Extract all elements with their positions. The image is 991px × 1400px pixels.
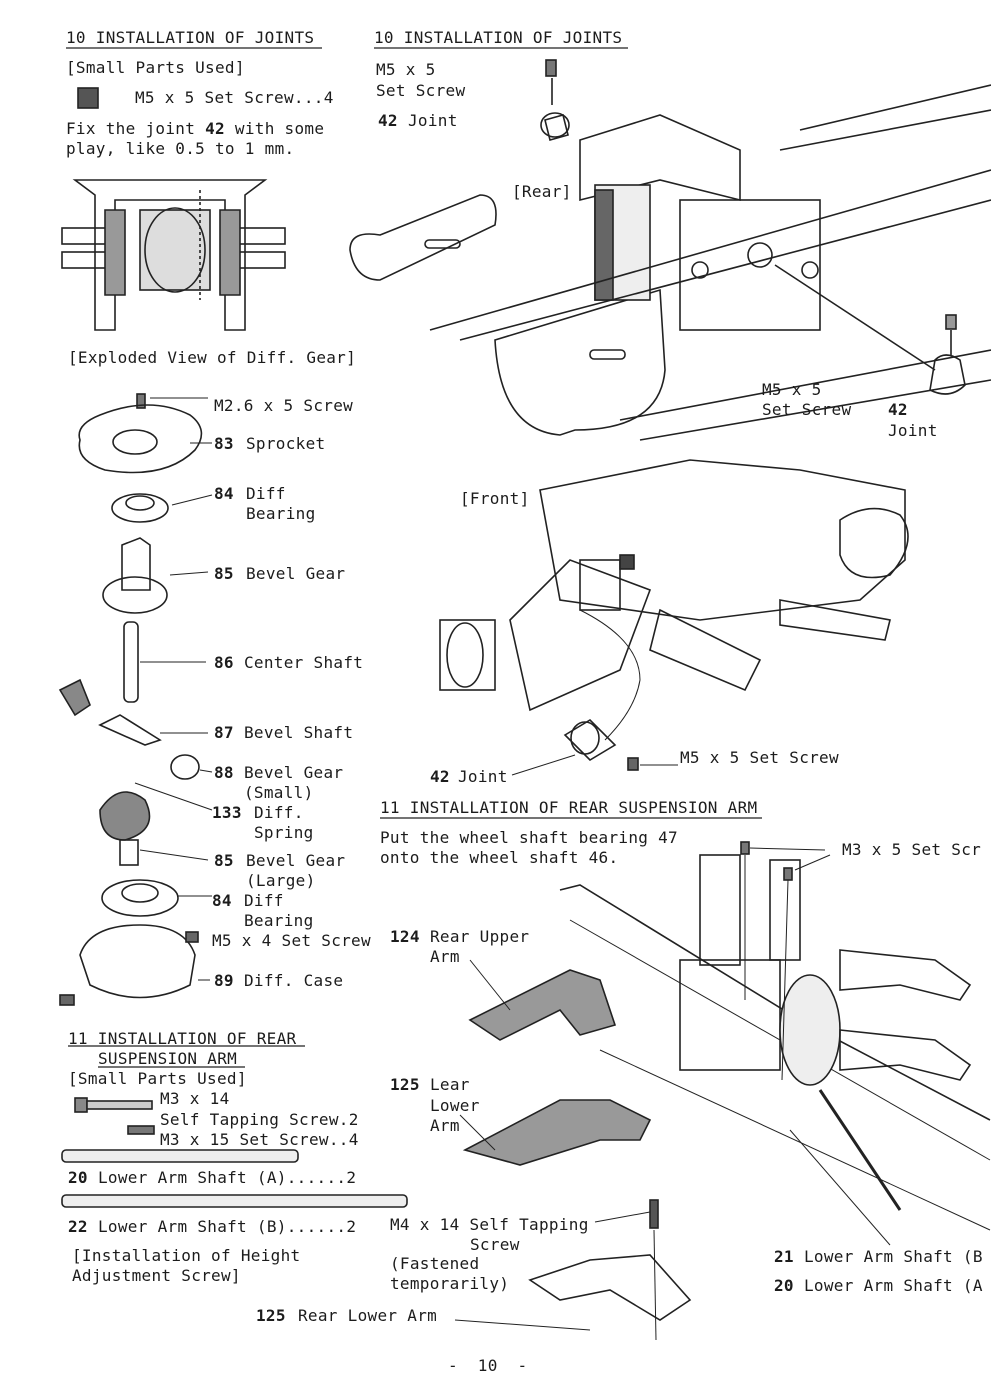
leader-lines: [134, 397, 213, 981]
part-88-label: Bevel Gear (Small): [244, 763, 344, 802]
shaft-b-num-left: 22: [68, 1217, 88, 1236]
small-parts-drawing: [61, 1097, 408, 1208]
rear-heading-left-1: 11 INSTALLATION OF REAR: [68, 1029, 297, 1048]
shaft-a-num-right: 20: [774, 1276, 794, 1295]
part-86-label: Center Shaft: [244, 653, 364, 672]
part-83-num: 83: [214, 434, 234, 453]
rear-suspension-drawing: [454, 841, 991, 1341]
joint-label: Joint: [408, 111, 458, 130]
upper-arm-num: 124: [390, 927, 420, 946]
part-83-label: Sprocket: [246, 434, 326, 453]
rear-arm-heading: 11 INSTALLATION OF REAR SUSPENSION ARM: [380, 798, 758, 817]
part-m26-screw: M2.6 x 5 Screw: [214, 396, 354, 415]
rear-arm-note-line1: Put the wheel shaft bearing 47: [380, 828, 678, 847]
front-joint-label: Joint: [458, 767, 508, 786]
rear-heading-left-2: SUSPENSION ARM: [98, 1049, 238, 1068]
part-84-num: 84: [214, 484, 234, 503]
set-screw-right-line1: M5 x 5: [762, 380, 822, 399]
exploded-caption: [Exploded View of Diff. Gear]: [68, 348, 357, 367]
page-number: - 10 -: [448, 1356, 528, 1375]
part-85-num: 85: [214, 564, 234, 583]
part-86-num: 86: [214, 653, 234, 672]
shaft-b-num-right: 21: [774, 1247, 794, 1266]
front-chassis-drawing: [439, 459, 909, 776]
set-screw-right-line2: Set Screw: [762, 400, 852, 419]
bottom-arm-label: Rear Lower Arm: [298, 1306, 438, 1325]
lower-arm-line3: Arm: [430, 1116, 460, 1135]
bottom-arm-num: 125: [256, 1306, 286, 1325]
part-84b-num: 84: [212, 891, 232, 910]
part-84b-label: Diff Bearing: [244, 891, 314, 930]
part-87-label: Bevel Shaft: [244, 723, 354, 742]
fix-note-num: 42: [205, 119, 225, 138]
part-88-num: 88: [214, 763, 234, 782]
joint-right-num: 42: [888, 400, 908, 419]
shaft-a-num-left: 20: [68, 1168, 88, 1187]
upper-arm-line2: Arm: [430, 947, 460, 966]
m3-set-screw: M3 x 5 Set Scr: [842, 840, 982, 859]
joint-fix-diagram: [61, 179, 286, 331]
part-89-label: Diff. Case: [244, 971, 344, 990]
set-screw-item: M5 x 5 Set Screw...4: [135, 88, 334, 107]
rear-arm-note-line2: onto the wheel shaft 46.: [380, 848, 619, 867]
height-note-line1: [Installation of Height: [72, 1246, 301, 1265]
lower-arm-line2: Lower: [430, 1096, 480, 1115]
fix-note-line2: play, like 0.5 to 1 mm.: [66, 139, 295, 158]
part-133-num: 133: [212, 803, 242, 822]
part-87-num: 87: [214, 723, 234, 742]
front-set-screw: M5 x 5 Set Screw: [680, 748, 839, 767]
m4-line2: Screw: [470, 1235, 520, 1254]
lower-arm-num: 125: [390, 1075, 420, 1094]
part-133-label: Diff. Spring: [254, 803, 314, 842]
part-89-num: 89: [214, 971, 234, 990]
fastened-line1: (Fastened: [390, 1254, 480, 1273]
front-label: [Front]: [460, 489, 530, 508]
shaft-a-left: Lower Arm Shaft (A)......2: [98, 1168, 357, 1187]
joints-heading-right: 10 INSTALLATION OF JOINTS: [374, 28, 623, 47]
height-note-line2: Adjustment Screw]: [72, 1266, 241, 1285]
part-85b-label: Bevel Gear (Large): [246, 851, 346, 890]
shaft-a-right: Lower Arm Shaft (A: [804, 1276, 983, 1295]
exploded-diff-drawing: [58, 393, 203, 1006]
tap-screw-line1: M3 x 14: [160, 1089, 230, 1108]
shaft-b-left: Lower Arm Shaft (B)......2: [98, 1217, 357, 1236]
tap-screw-line2: Self Tapping Screw.2: [160, 1110, 359, 1129]
upper-arm-line1: Rear Upper: [430, 927, 530, 946]
m4-line1: M4 x 14 Self Tapping: [390, 1215, 589, 1234]
joint-num: 42: [378, 111, 398, 130]
m5-label-line2: Set Screw: [376, 81, 466, 100]
front-joint-num: 42: [430, 767, 450, 786]
joint-right-label: Joint: [888, 421, 938, 440]
set-screw-icon: [77, 87, 99, 109]
set-screw-15: M3 x 15 Set Screw..4: [160, 1130, 359, 1149]
part-m5x4-screw: M5 x 4 Set Screw: [212, 931, 371, 950]
lower-arm-line1: Lear: [430, 1075, 470, 1094]
part-84-label: Diff Bearing: [246, 484, 316, 523]
fastened-line2: temporarily): [390, 1274, 510, 1293]
m5-label-line1: M5 x 5: [376, 60, 436, 79]
small-parts-label-2: [Small Parts Used]: [68, 1069, 247, 1088]
rear-label: [Rear]: [512, 182, 572, 201]
part-85b-num: 85: [214, 851, 234, 870]
rear-chassis-drawing: [349, 59, 991, 441]
joints-heading-left: 10 INSTALLATION OF JOINTS: [66, 28, 315, 47]
fix-note-line1: Fix the joint 42 with some: [66, 119, 325, 138]
shaft-b-right: Lower Arm Shaft (B: [804, 1247, 983, 1266]
small-parts-label: [Small Parts Used]: [66, 58, 245, 77]
part-85-label: Bevel Gear: [246, 564, 346, 583]
